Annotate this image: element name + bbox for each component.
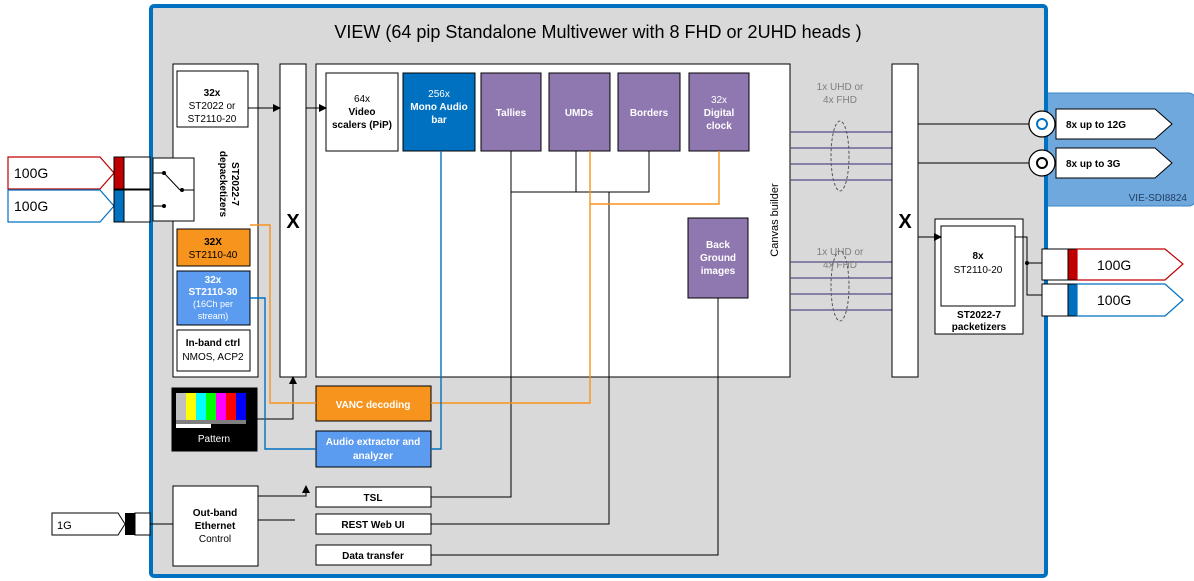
ip-output-a-label: 100G	[1097, 257, 1131, 273]
background-line1: Back	[706, 240, 730, 251]
upper-bus-label2: 4x FHD	[823, 95, 857, 106]
st2022-text2: ST2110-20	[188, 114, 237, 125]
digital-clock-block	[688, 72, 750, 152]
sdi-3g-output	[1028, 147, 1173, 179]
background-line2: Ground	[700, 253, 736, 264]
st2022-text1: ST2022 or	[189, 101, 236, 112]
upper-bus-label1: 1x UHD or	[817, 82, 864, 93]
ip-output-a	[1041, 248, 1184, 281]
sdi-12g-output	[1028, 108, 1173, 140]
outband-subtitle: Control	[199, 534, 231, 545]
video-scalers-count: 64x	[354, 94, 370, 105]
anc-std: ST2110-40	[189, 250, 238, 261]
packetizer-std: ST2110-20	[954, 265, 1003, 276]
video-scalers-title1: Video	[348, 107, 375, 118]
lower-bus-label1: 1x UHD or	[817, 247, 864, 258]
vanc-decoding-block	[315, 385, 432, 422]
packetizer-block	[940, 225, 1016, 307]
input-port-b	[7, 189, 151, 223]
mgmt-port	[51, 512, 151, 536]
digital-clock-count: 32x	[711, 95, 727, 106]
output-crosspoint	[891, 63, 919, 378]
video-scalers-block	[325, 72, 399, 152]
digital-clock-title1: Digital	[704, 108, 735, 119]
sdi-12g-label: 8x up to 12G	[1066, 120, 1126, 131]
pattern-label: Pattern	[198, 434, 230, 445]
ip-output-b	[1041, 283, 1184, 317]
upper-bus-bundle-marker	[830, 120, 850, 192]
anc-count: 32X	[204, 237, 222, 248]
audio-to-bar-path	[431, 151, 442, 450]
audio-note1: (16Ch per	[193, 299, 233, 309]
digital-clock-title2: clock	[706, 121, 732, 132]
audio-count: 32x	[205, 275, 222, 286]
audio-input-path	[250, 297, 316, 450]
borders-label: Borders	[630, 108, 669, 119]
input-port-a-label: 100G	[14, 165, 48, 181]
umds-block	[548, 72, 611, 152]
video-scalers-title2: scalers (PiP)	[332, 120, 392, 131]
inband-ctrl-title: In-band ctrl	[186, 338, 241, 349]
mono-audio-title2: bar	[431, 115, 447, 126]
input-port-b-label: 100G	[14, 198, 48, 214]
inband-ctrl-block	[176, 329, 251, 372]
audio-std: ST2110-30	[189, 287, 238, 298]
product-label: VIE-SDI8824	[1129, 193, 1188, 204]
redundancy-switch	[152, 157, 195, 222]
mgmt-port-label: 1G	[57, 520, 72, 532]
data-transfer-label: Data transfer	[342, 551, 404, 562]
lower-bus-bundle-marker	[830, 250, 850, 322]
test-pattern-bars	[176, 393, 246, 428]
vanc-to-clock-path	[590, 151, 720, 205]
audio-note2: stream)	[198, 311, 229, 321]
anc-block	[176, 228, 251, 267]
vanc-to-umds-path	[431, 151, 591, 404]
input-crosspoint-symbol: X	[286, 211, 300, 233]
umds-label: UMDs	[565, 108, 594, 119]
vanc-decoding-label: VANC decoding	[336, 400, 411, 411]
st2022-count: 32x	[204, 88, 221, 99]
ip-output-b-label: 100G	[1097, 292, 1131, 308]
packetizer-label1: ST2022-7	[957, 310, 1001, 321]
tsl-label: TSL	[364, 493, 383, 504]
depacketizer-label1: ST2022-7	[229, 162, 240, 206]
outband-title1: Out-band	[193, 508, 237, 519]
outband-ethernet-block	[172, 485, 259, 567]
signal-connections	[150, 104, 1042, 556]
mono-audio-title1: Mono Audio	[410, 102, 467, 113]
audio-depacketizer-block	[176, 270, 251, 326]
input-port-a	[7, 156, 151, 190]
lower-output-bus	[790, 261, 892, 311]
audio-extractor-line1: Audio extractor and	[326, 437, 420, 448]
lower-bus-label2: 4x FHD	[823, 260, 857, 271]
rest-web-ui-label: REST Web UI	[341, 520, 404, 531]
inband-ctrl-text: NMOS, ACP2	[182, 352, 244, 363]
borders-block	[617, 72, 681, 152]
mono-audio-count: 256x	[428, 89, 450, 100]
diagram-title: VIEW (64 pip Standalone Multivewer with …	[334, 22, 861, 42]
audio-extractor-block	[315, 430, 432, 468]
st2022-depacketizer-block	[176, 70, 249, 128]
packetizer-count: 8x	[972, 251, 984, 262]
background-line3: images	[701, 266, 736, 277]
tallies-label: Tallies	[496, 108, 527, 119]
packetizer-label2: packetizers	[952, 322, 1007, 333]
canvas-builder-label: Canvas builder	[769, 183, 781, 257]
sdi-3g-label: 8x up to 3G	[1066, 159, 1121, 170]
input-crosspoint	[279, 63, 307, 378]
output-crosspoint-symbol: X	[898, 211, 912, 233]
tallies-block	[480, 72, 542, 152]
depacketizer-label2: depacketizers	[217, 151, 228, 218]
mono-audio-bar-block	[402, 72, 476, 152]
outband-title2: Ethernet	[195, 521, 236, 532]
anc-path	[250, 224, 316, 404]
audio-extractor-line2: analyzer	[353, 451, 393, 462]
upper-output-bus	[790, 131, 892, 181]
